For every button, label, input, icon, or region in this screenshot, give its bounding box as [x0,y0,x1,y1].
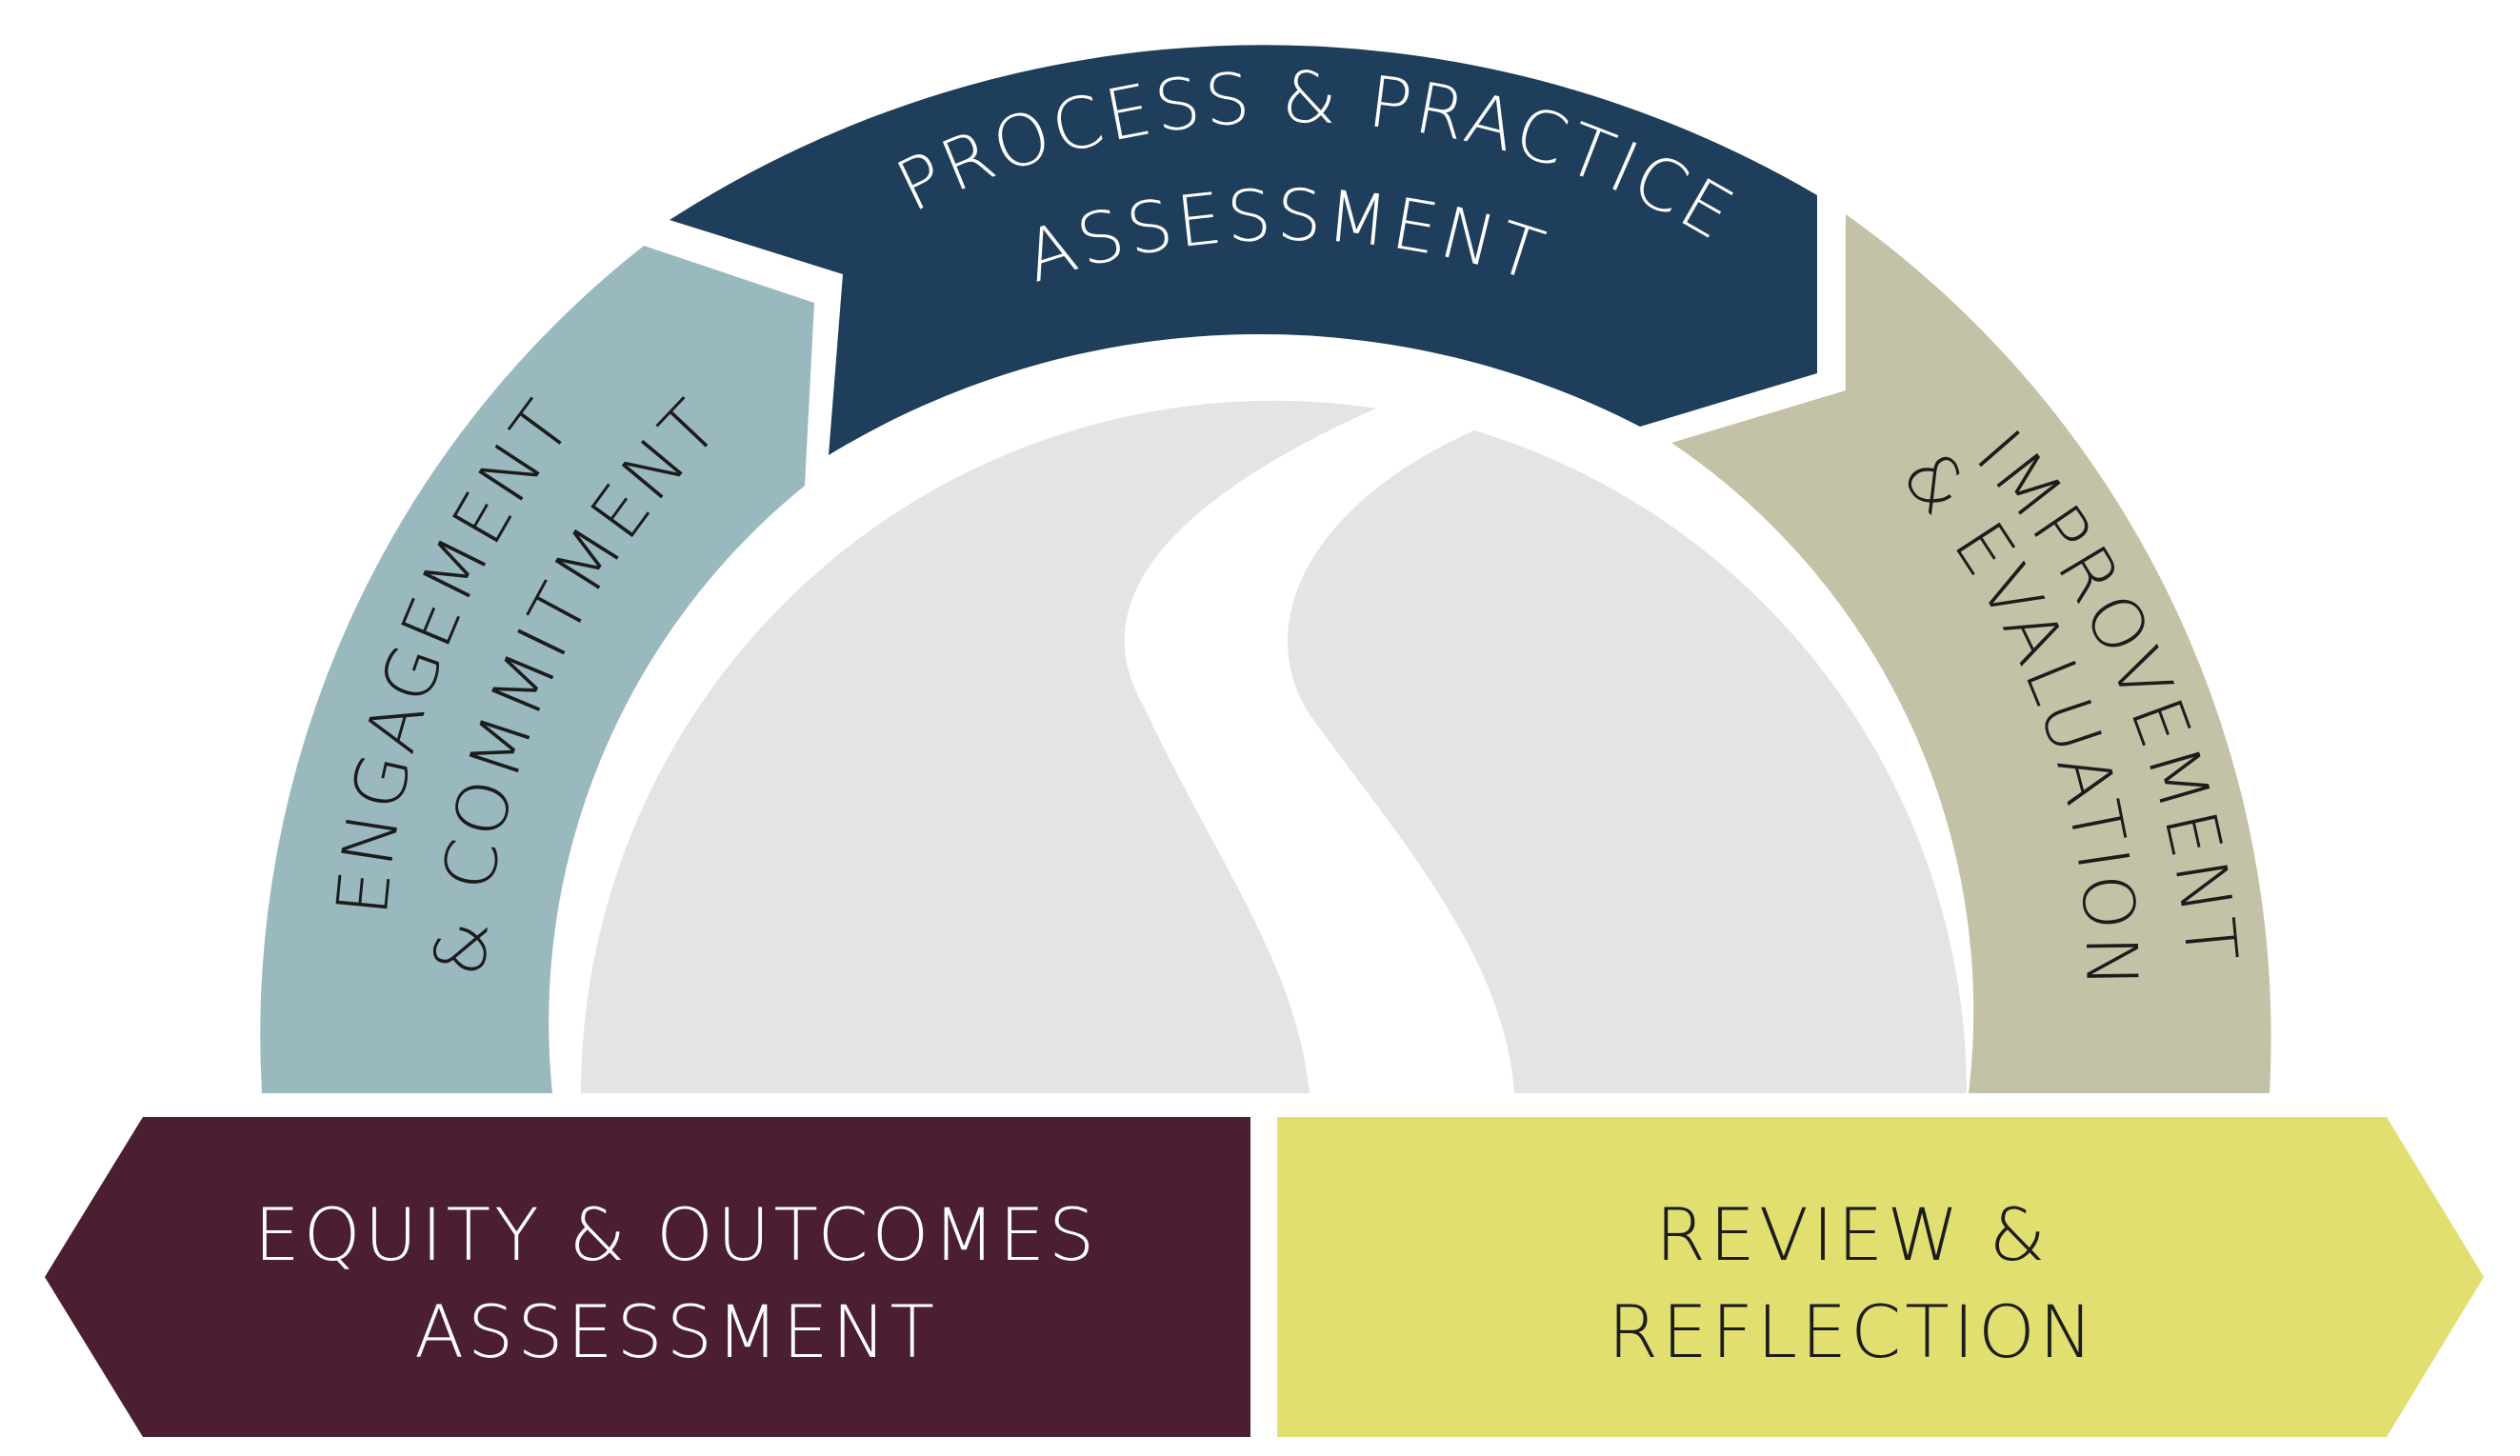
winding-path [1124,371,1548,1093]
equity-label-line2: ASSESSMENT [414,1289,938,1374]
segment-engagement[interactable] [260,246,815,1093]
review-label-line1: REVIEW & [1655,1192,2050,1277]
segment-process[interactable] [670,45,1817,456]
equity-label-line1: EQUITY & OUTCOMES [254,1192,1098,1277]
segment-review[interactable] [1277,1117,2484,1437]
segment-improvement[interactable] [1671,214,2271,1093]
segment-equity[interactable] [45,1117,1250,1437]
review-label-line2: REFLECTION [1608,1289,2096,1374]
